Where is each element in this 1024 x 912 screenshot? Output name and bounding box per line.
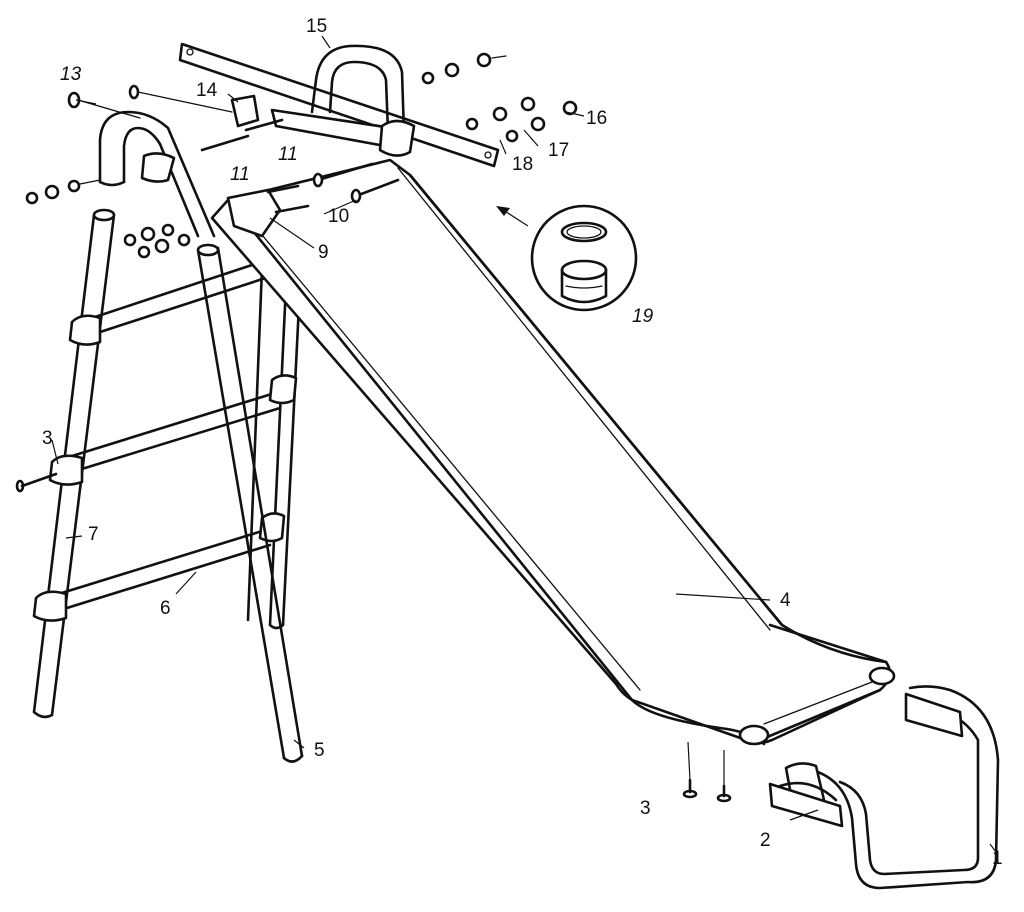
label-4: 4 xyxy=(780,590,791,611)
label-leaders xyxy=(51,35,997,853)
nuts-right-upper xyxy=(421,52,507,85)
label-15: 15 xyxy=(306,16,327,37)
nuts-left-upper xyxy=(25,179,101,205)
label-11-lower: 11 xyxy=(230,164,250,185)
label-13: 13 xyxy=(60,64,82,85)
label-3-left: 3 xyxy=(42,428,53,449)
label-9: 9 xyxy=(318,242,329,263)
label-2: 2 xyxy=(760,830,771,851)
top-crossbar xyxy=(178,42,500,168)
label-6: 6 xyxy=(160,598,171,619)
ladder-leg-right xyxy=(196,243,304,763)
left-handrail xyxy=(98,110,216,238)
label-7: 7 xyxy=(88,524,99,545)
label-19: 19 xyxy=(632,306,654,327)
bolts xyxy=(67,84,400,214)
side-bracket xyxy=(226,188,282,238)
part-labels: 1 2 3 3 4 5 6 7 9 10 11 11 13 14 15 16 1… xyxy=(42,16,1003,869)
nuts-left-lower xyxy=(123,223,191,259)
cap-detail-inset xyxy=(496,204,638,312)
label-18: 18 xyxy=(512,154,533,175)
label-10: 10 xyxy=(328,206,349,227)
rear-legs xyxy=(246,266,302,630)
base-bracket xyxy=(768,781,844,828)
label-5: 5 xyxy=(314,740,325,761)
nuts-right-lower xyxy=(465,96,578,143)
label-11-upper: 11 xyxy=(278,144,298,165)
slide-chute xyxy=(210,158,896,746)
label-16: 16 xyxy=(586,108,607,129)
label-14: 14 xyxy=(196,80,218,101)
label-1: 1 xyxy=(992,848,1003,869)
label-3-bottom: 3 xyxy=(640,798,651,819)
label-17: 17 xyxy=(548,140,569,161)
screws xyxy=(15,472,732,803)
